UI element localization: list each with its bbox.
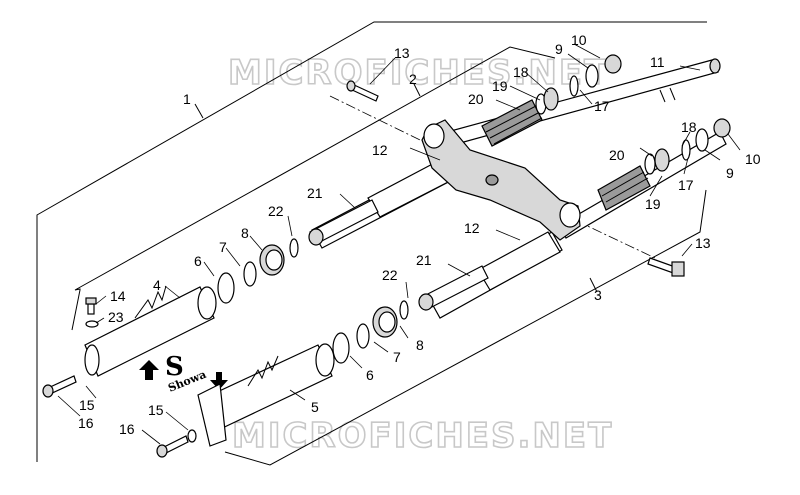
triple-clamp xyxy=(421,119,581,241)
callout-23: 23 xyxy=(108,309,124,325)
arrow-down-icon xyxy=(210,372,228,390)
washer-23 xyxy=(85,320,99,328)
leader-3 xyxy=(589,277,598,293)
callout-17-bottom: 17 xyxy=(678,177,694,193)
bushing-6-top xyxy=(217,272,235,304)
callout-labels: 1 2 3 4 5 6 6 7 7 8 8 9 9 10 10 11 12 12… xyxy=(78,32,761,437)
axis-line-top xyxy=(329,95,421,141)
ring-17-top xyxy=(569,75,579,97)
leader-1 xyxy=(194,103,204,119)
bolt-13-bottom xyxy=(647,257,685,277)
callout-20-bottom: 20 xyxy=(609,147,625,163)
callout-9-top: 9 xyxy=(555,41,563,57)
slider-4 xyxy=(84,285,217,377)
callout-10-top: 10 xyxy=(571,32,587,48)
callout-14: 14 xyxy=(110,288,126,304)
bolt-16-bottom xyxy=(156,435,189,458)
circlip-22-top xyxy=(289,238,299,258)
fork-tube-12-bottom xyxy=(429,231,563,319)
callout-8-bottom: 8 xyxy=(416,337,424,353)
callout-19-top: 19 xyxy=(492,78,508,94)
seal-8-bottom xyxy=(372,306,398,338)
leader-lines xyxy=(57,43,741,445)
callout-20-top: 20 xyxy=(468,91,484,107)
oil-seal-18-top xyxy=(543,87,559,111)
oil-seal-18-bottom xyxy=(654,148,670,172)
callout-12-bottom: 12 xyxy=(464,220,480,236)
callout-17-top: 17 xyxy=(594,98,610,114)
callout-21-top: 21 xyxy=(307,185,323,201)
callout-13-top: 13 xyxy=(394,45,410,61)
spring-20-bottom xyxy=(597,165,651,211)
leader-2 xyxy=(413,83,421,97)
screw-14 xyxy=(85,297,97,315)
callout-22-top: 22 xyxy=(268,203,284,219)
callout-2: 2 xyxy=(409,71,417,87)
assembly-outline-1 xyxy=(36,21,707,462)
washer-15-bottom xyxy=(187,429,197,443)
showa-logo-letter: S xyxy=(165,352,184,382)
callout-19-bottom: 19 xyxy=(645,196,661,212)
washer-9-bottom xyxy=(695,128,709,152)
bolt-16-top xyxy=(42,375,77,398)
subassembly-outline-3 xyxy=(224,189,707,466)
callout-21-bottom: 21 xyxy=(416,252,432,268)
callout-7-top: 7 xyxy=(219,239,227,255)
callout-18-bottom: 18 xyxy=(681,119,697,135)
washer-9-top xyxy=(585,64,599,88)
callout-22-bottom: 22 xyxy=(382,267,398,283)
callout-10-bottom: 10 xyxy=(745,151,761,167)
callout-15-top: 15 xyxy=(79,397,95,413)
ring-7-top xyxy=(243,261,257,287)
cap-10-top xyxy=(604,54,622,74)
callout-9-bottom: 9 xyxy=(726,165,734,181)
arrow-up-icon xyxy=(139,360,159,380)
callout-8-top: 8 xyxy=(241,225,249,241)
piston-rod-21-top xyxy=(308,199,379,246)
callout-5: 5 xyxy=(311,399,319,415)
watermark-top: MICROFICHES.NET xyxy=(228,53,609,93)
snap-ring-19-bottom xyxy=(644,153,656,175)
callout-6-top: 6 xyxy=(194,253,202,269)
ring-17-bottom xyxy=(681,139,691,161)
callout-12-top: 12 xyxy=(372,142,388,158)
ring-7-bottom xyxy=(356,323,370,349)
slider-5 xyxy=(197,343,335,447)
showa-logo: S Showa xyxy=(165,352,208,395)
callout-15-bottom: 15 xyxy=(148,402,164,418)
callout-7-bottom: 7 xyxy=(393,349,401,365)
circlip-22-bottom xyxy=(399,300,409,320)
callout-11: 11 xyxy=(650,54,665,70)
bolt-13-top xyxy=(346,80,379,102)
callout-1: 1 xyxy=(183,91,191,107)
spring-20-top xyxy=(481,99,543,147)
callout-18-top: 18 xyxy=(513,64,529,80)
callout-6-bottom: 6 xyxy=(366,367,374,383)
callout-13-bottom: 13 xyxy=(695,235,711,251)
callout-16-bottom: 16 xyxy=(119,421,135,437)
callout-16-top: 16 xyxy=(78,415,94,431)
callout-4: 4 xyxy=(153,277,161,293)
cap-10-bottom xyxy=(713,118,731,138)
seal-8-top xyxy=(259,244,285,276)
piston-rod-21-bottom xyxy=(418,265,489,311)
callout-3: 3 xyxy=(594,287,602,303)
bushing-6-bottom xyxy=(332,332,350,364)
subassembly-outline-2 xyxy=(71,46,556,331)
watermark-bottom: MICROFICHES.NET xyxy=(232,416,613,456)
